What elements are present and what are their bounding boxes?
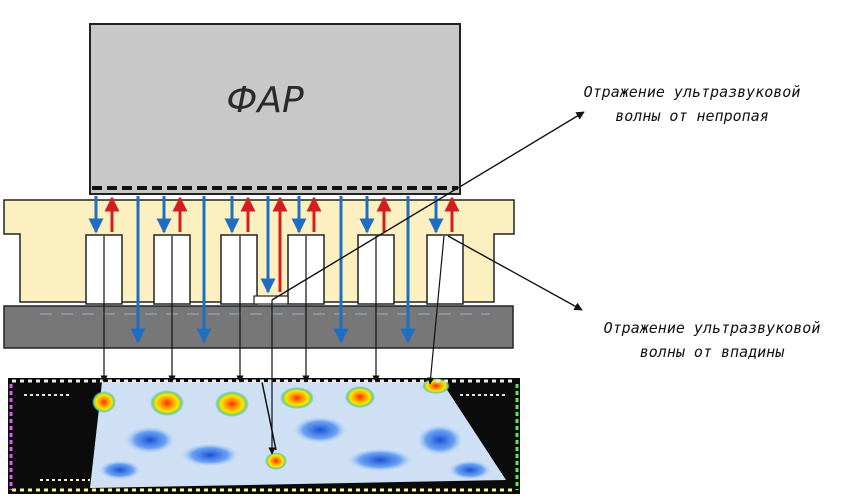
scan-seam-line xyxy=(261,381,277,451)
scan-hotspot xyxy=(215,391,249,417)
lack-of-fusion-defect xyxy=(253,295,289,305)
phased-array-transducer: ФАР xyxy=(89,23,461,195)
scan-hotspot xyxy=(280,387,314,409)
reflected-waves xyxy=(104,196,460,292)
leader-groove xyxy=(447,235,583,311)
array-label: ФАР xyxy=(226,80,304,121)
scan-image xyxy=(8,378,520,494)
scan-hotspot xyxy=(345,386,375,408)
scan-texture xyxy=(98,416,492,480)
incident-waves xyxy=(88,196,444,344)
leader-lack-of-fusion xyxy=(271,111,585,301)
scan-hotspot xyxy=(92,391,116,413)
projection-lines xyxy=(100,235,445,455)
groove xyxy=(426,234,464,305)
scan-hotspot xyxy=(150,390,184,416)
defect-hotspot xyxy=(265,452,287,470)
annotation-groove-line2: волны от впадины xyxy=(640,343,785,361)
projection-line xyxy=(427,235,445,385)
annotation-lack-of-fusion-line2: волны от непропая xyxy=(615,107,769,125)
annotation-groove-line1: Отражение ультразвуковой xyxy=(604,319,821,337)
transducer-body xyxy=(89,23,461,195)
groove xyxy=(220,234,258,305)
annotation-lack-of-fusion-line1: Отражение ультразвуковой xyxy=(584,83,801,101)
